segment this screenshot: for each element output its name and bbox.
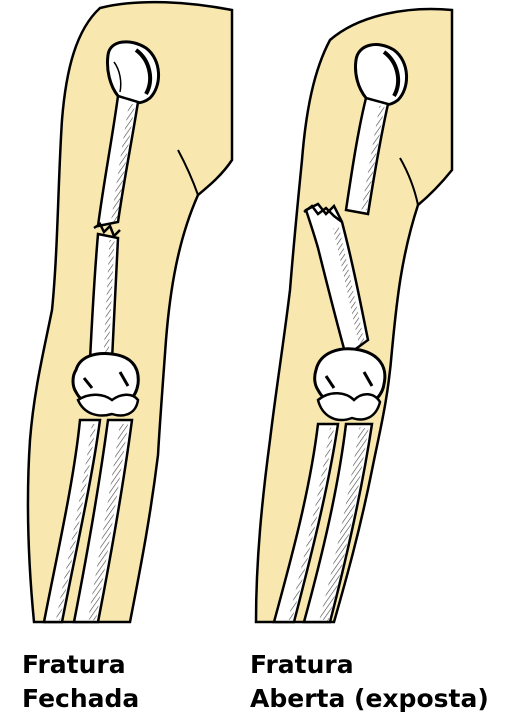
humerus-head-right bbox=[355, 45, 406, 106]
caption-open-fracture: Fratura Aberta (exposta) bbox=[250, 648, 489, 716]
fracture-illustration bbox=[0, 0, 523, 640]
arm-open-fracture bbox=[256, 9, 452, 622]
arm-closed-fracture bbox=[28, 2, 232, 622]
elbow-right bbox=[315, 349, 385, 420]
humerus-head-left bbox=[107, 42, 158, 103]
caption-closed-line2: Fechada bbox=[22, 682, 139, 716]
caption-closed-fracture: Fratura Fechada bbox=[22, 648, 139, 716]
elbow-left bbox=[73, 354, 138, 416]
caption-open-line2: Aberta (exposta) bbox=[250, 682, 489, 716]
caption-open-line1: Fratura bbox=[250, 648, 489, 682]
caption-closed-line1: Fratura bbox=[22, 648, 139, 682]
